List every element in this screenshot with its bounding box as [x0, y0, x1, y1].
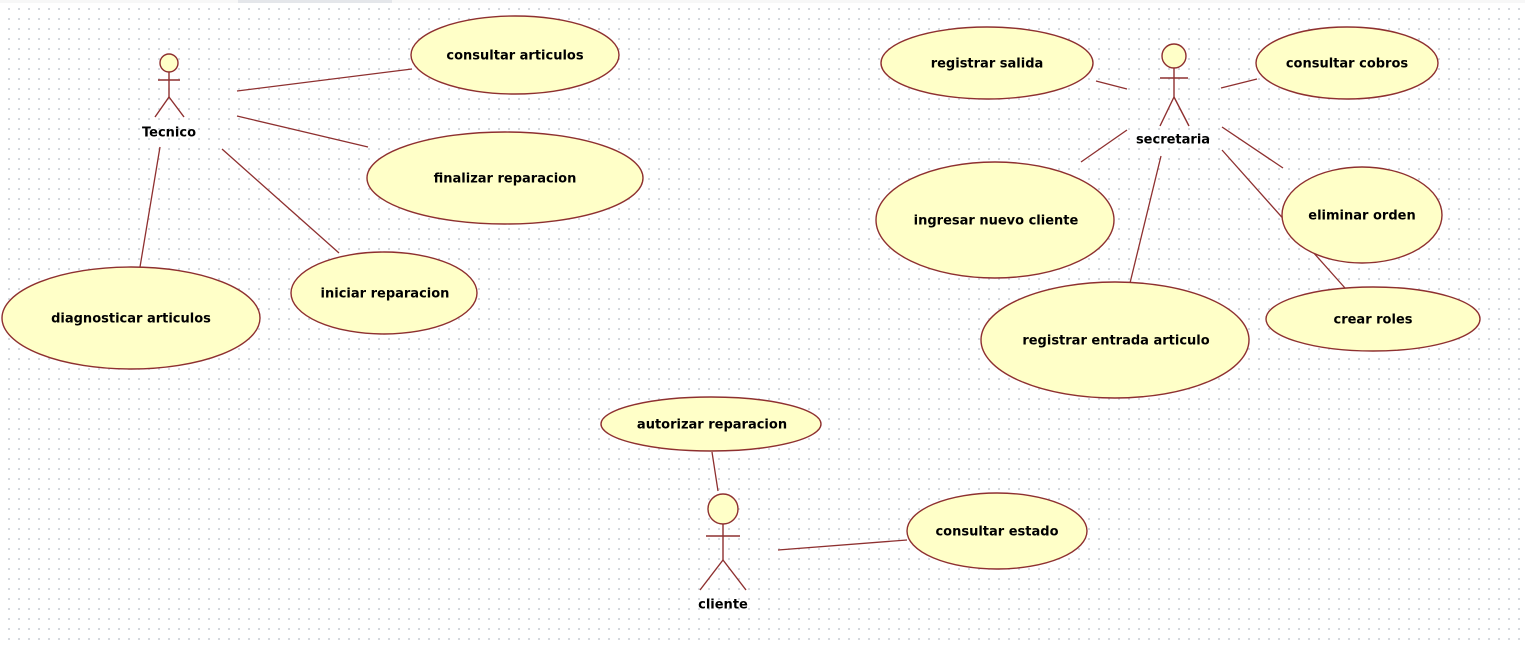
use-case-label: finalizar reparacion	[434, 172, 577, 187]
use-case-label: registrar salida	[931, 57, 1044, 72]
use-case-iniciar-reparacion[interactable]: iniciar reparacion	[290, 251, 478, 335]
stick-figure-icon	[1159, 43, 1190, 127]
use-case-diagnosticar-articulos[interactable]: diagnosticar articulos	[1, 266, 261, 370]
association-line[interactable]	[1220, 78, 1258, 89]
use-case-crear-roles[interactable]: crear roles	[1265, 286, 1481, 352]
associations-tecnico	[139, 68, 413, 268]
association-line[interactable]	[777, 539, 908, 551]
association-line[interactable]	[711, 451, 719, 492]
association-line[interactable]	[236, 115, 369, 148]
canvas-top-border	[0, 0, 1525, 3]
use-case-autorizar-reparacion[interactable]: autorizar reparacion	[600, 396, 822, 452]
use-case-label: registrar entrada articulo	[1022, 334, 1209, 349]
top-border-segment	[392, 0, 1525, 3]
use-case-label: ingresar nuevo cliente	[914, 214, 1079, 229]
use-case-ingresar-nuevo-cliente[interactable]: ingresar nuevo cliente	[875, 161, 1115, 279]
actor-secretaria[interactable]: secretaria	[1136, 43, 1210, 148]
use-case-registrar-salida[interactable]: registrar salida	[880, 26, 1094, 100]
use-case-eliminar-orden[interactable]: eliminar orden	[1281, 166, 1443, 264]
association-line[interactable]	[236, 68, 413, 92]
actor-label: Tecnico	[142, 126, 196, 141]
association-line[interactable]	[1221, 126, 1284, 169]
use-case-label: iniciar reparacion	[321, 287, 450, 302]
use-case-registrar-entrada-articulo[interactable]: registrar entrada articulo	[980, 281, 1250, 399]
association-line[interactable]	[221, 148, 340, 254]
use-case-consultar-cobros[interactable]: consultar cobros	[1255, 26, 1439, 100]
actor-cliente[interactable]: cliente	[698, 493, 748, 613]
use-case-consultar-articulos[interactable]: consultar articulos	[410, 15, 620, 95]
use-case-label: diagnosticar articulos	[51, 312, 211, 327]
actor-label: secretaria	[1136, 133, 1210, 148]
stick-figure-icon	[699, 493, 747, 591]
use-case-label: crear roles	[1334, 313, 1413, 328]
association-line[interactable]	[1129, 155, 1162, 284]
top-border-segment	[0, 0, 238, 3]
use-case-label: autorizar reparacion	[637, 418, 787, 433]
use-case-label: consultar estado	[935, 525, 1058, 540]
use-case-finalizar-reparacion[interactable]: finalizar reparacion	[366, 131, 644, 225]
association-line[interactable]	[1080, 129, 1128, 163]
associations-cliente	[711, 451, 908, 551]
stick-figure-icon	[154, 53, 185, 118]
actor-label: cliente	[698, 598, 748, 613]
use-case-consultar-estado[interactable]: consultar estado	[906, 492, 1088, 570]
use-case-label: eliminar orden	[1308, 209, 1415, 224]
association-line[interactable]	[139, 146, 161, 268]
use-case-label: consultar cobros	[1286, 57, 1409, 72]
actor-tecnico[interactable]: Tecnico	[142, 53, 196, 141]
association-line[interactable]	[1095, 80, 1128, 90]
use-case-label: consultar articulos	[446, 49, 583, 64]
